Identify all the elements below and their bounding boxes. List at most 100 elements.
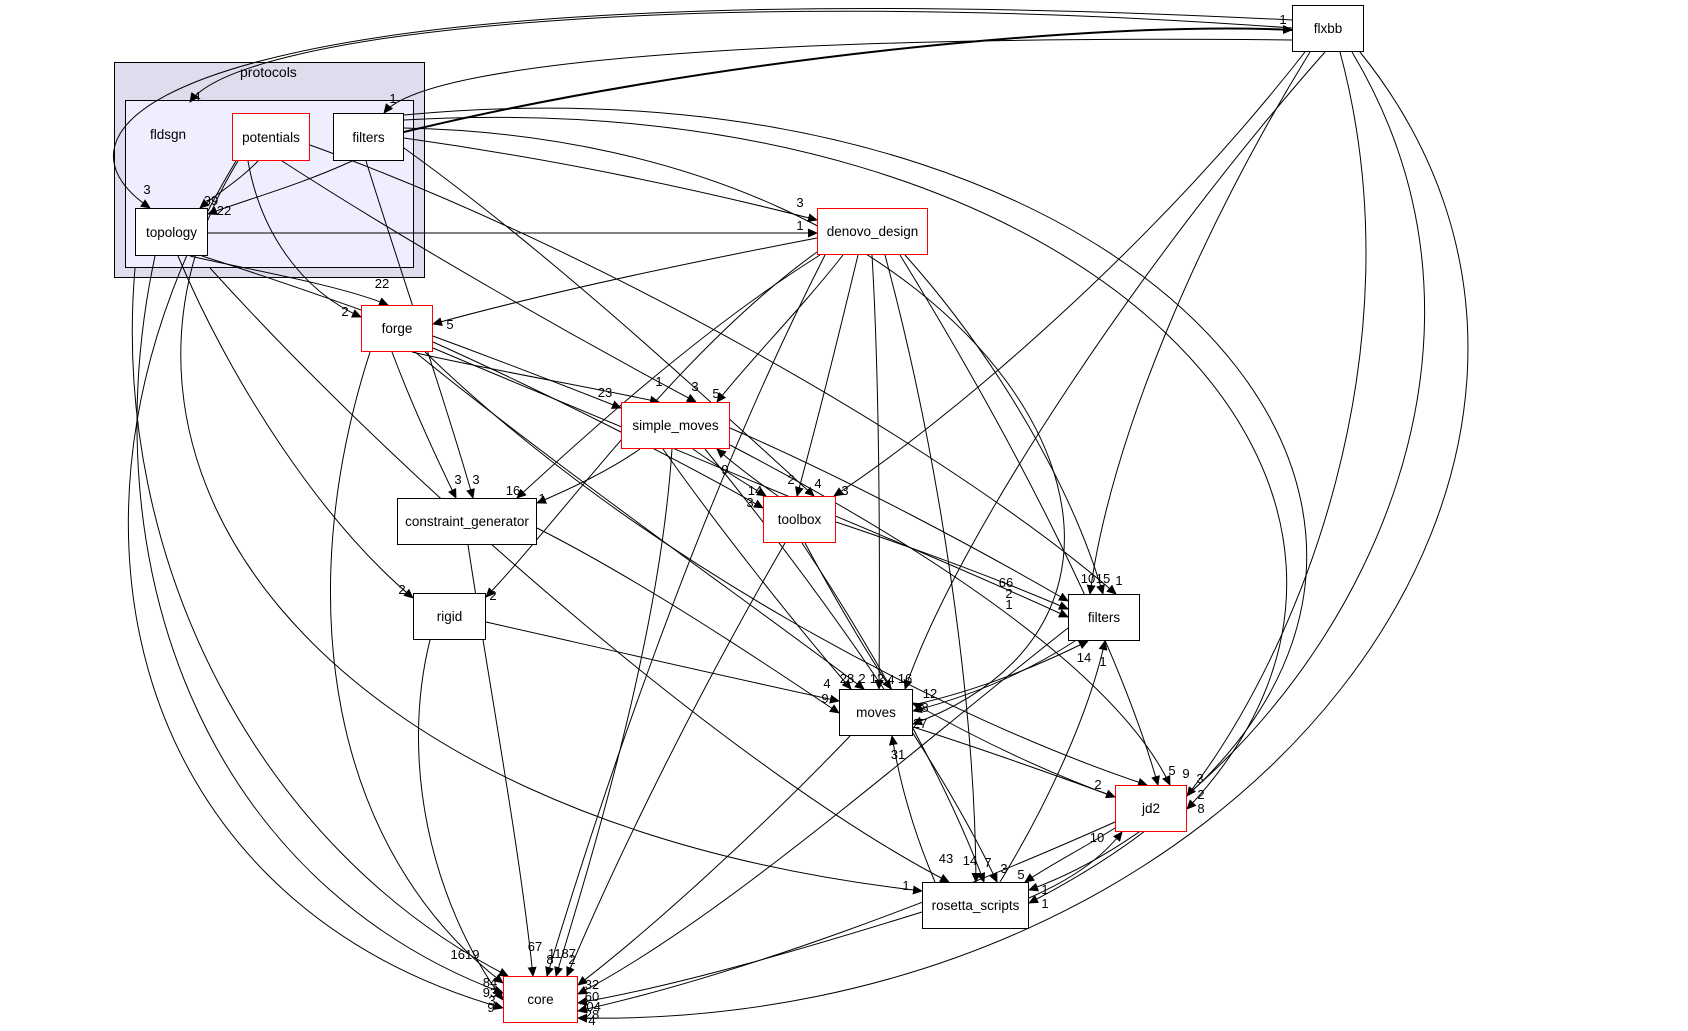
edge-label-simple_moves-to-filters_main: 66 [999, 575, 1013, 590]
edge-label-moves-to-core: 32 [585, 977, 599, 992]
edge-simple_moves-to-moves [662, 448, 852, 690]
edge-potentials-to-forge [247, 160, 362, 318]
edge-potentials-to-simple_moves [281, 160, 697, 403]
edge-simple_moves-to-filters_main [729, 427, 1069, 602]
edge-label-flxbb-to-moves: 16 [898, 671, 912, 686]
edge-filters_top-to-moves [403, 127, 1065, 726]
edge-label-fldsgn-to-rosetta_scripts: 43 [939, 851, 953, 866]
edge-rosetta_scripts-to-filters_main [999, 640, 1108, 883]
edge-label-forge-to-simple_moves: 1 [655, 374, 662, 389]
edge-simple_moves-to-constraint_generator [536, 448, 641, 504]
edge-denovo_design-to-core [545, 254, 826, 977]
edge-label-flxbb-to-jd2: 2 [1197, 787, 1204, 802]
edge-label-forge-to-moves: 2 [858, 671, 865, 686]
dir-label-fldsgn[interactable]: fldsgn [150, 127, 187, 142]
node-toolbox[interactable]: toolbox [763, 496, 836, 543]
edge-filters_top-to-flxbb [403, 25, 1293, 133]
edge-label-topology-to-denovo_design: 1 [796, 218, 803, 233]
node-core[interactable]: core [503, 976, 578, 1023]
edge-label-rigid-to-core: 3 [488, 993, 495, 1008]
node-potentials[interactable]: potentials [232, 113, 310, 161]
edge-flxbb-to-filters_main [1086, 51, 1311, 595]
edge-label-potentials-to-core: 9 [487, 1000, 494, 1015]
node-forge[interactable]: forge [361, 305, 433, 352]
edge-label-flxbb-to-filters_top: 1 [389, 91, 396, 106]
node-rosetta_scripts[interactable]: rosetta_scripts [922, 882, 1029, 929]
edge-label-rigid-to-moves: 4 [823, 676, 830, 691]
edge-label-denovo_design-to-toolbox: 2 [787, 472, 794, 487]
edge-label-denovo_design-to-filters_main: 15 [1096, 571, 1110, 586]
edge-label-filters_top-to-toolbox: 4 [814, 476, 821, 491]
node-jd2[interactable]: jd2 [1115, 785, 1187, 832]
edge-label-flxbb-to-core: 4 [588, 1013, 595, 1028]
edge-label-toolbox-to-moves: 4 [887, 672, 894, 687]
node-flxbb[interactable]: flxbb [1292, 5, 1364, 52]
edge-label-potentials-to-filters_main: 1 [1115, 573, 1122, 588]
cluster-label-protocols[interactable]: protocols [240, 64, 297, 80]
edge-label-filters_top-to-rosetta_scripts: 1 [1041, 896, 1048, 911]
node-moves[interactable]: moves [839, 689, 913, 736]
edge-potentials-to-topology [199, 160, 259, 209]
node-simple_moves[interactable]: simple_moves [621, 402, 730, 449]
edge-label-forge-to-constraint_generator: 3 [454, 472, 461, 487]
edge-forge-to-core [329, 351, 504, 984]
edge-label-denovo_design-to-rosetta_scripts: 14 [963, 853, 977, 868]
edge-label-toolbox-to-core: 2 [568, 952, 575, 967]
node-constraint_generator[interactable]: constraint_generator [397, 498, 537, 545]
edge-topology-to-core [136, 255, 504, 995]
edge-label-constraint_generator-to-moves: 9 [821, 691, 828, 706]
edge-label-denovo_design-to-constraint_generator: 16 [506, 483, 520, 498]
edge-label-flxbb-to-toolbox: 3 [841, 483, 848, 498]
edge-label-denovo_design-to-core: 8 [546, 952, 553, 967]
edge-jd2-to-core [577, 821, 1116, 1014]
node-filters_top[interactable]: filters [333, 113, 404, 161]
edge-label-filters_top-to-jd2: 8 [1197, 801, 1204, 816]
edge-label-denovo_design-to-rigid: 2 [489, 588, 496, 603]
edge-label-jd2-to-rosetta_scripts: 5 [1017, 867, 1024, 882]
edge-filters_top-to-topology [207, 160, 353, 216]
edge-simple_moves-to-toolbox [692, 448, 767, 497]
edge-label-denovo_design-to-jd2: 9 [1182, 766, 1189, 781]
edge-filters_top-to-rosetta_scripts [403, 107, 1308, 904]
edge-rigid-to-core [417, 639, 504, 1001]
edge-label-flxbb-to-rosetta_scripts: 1 [1041, 882, 1048, 897]
edge-flxbb-to-core [577, 51, 1469, 1023]
edge-label-filters_top-to-denovo_design: 3 [796, 195, 803, 210]
edge-potentials-to-filters_main [309, 144, 1117, 595]
node-rigid[interactable]: rigid [413, 593, 486, 640]
edge-forge-to-simple_moves [411, 351, 660, 405]
edge-fldsgn-to-rosetta_scripts [209, 267, 950, 883]
edge-denovo_design-to-simple_moves [716, 254, 844, 403]
edge-flxbb-to-moves [903, 51, 1326, 690]
edge-label-simple_moves-to-jd2: 3 [1196, 771, 1203, 786]
edge-label-potentials-to-simple_moves: 3 [691, 379, 698, 394]
edge-potentials-to-core [127, 160, 504, 1010]
edge-denovo_design-to-toolbox [795, 254, 859, 497]
edge-label-forge-to-toolbox: 3 [746, 495, 753, 510]
edge-label-rosetta_scripts-to-jd2: 10 [1090, 830, 1104, 845]
edge-label-denovo_design-to-forge: 5 [446, 317, 453, 332]
edge-simple_moves-to-rosetta_scripts [704, 448, 998, 883]
edge-label-moves-to-jd2: 2 [1094, 777, 1101, 792]
edge-rosetta_scripts-to-jd2 [1028, 831, 1123, 899]
edge-label-simple_moves-to-constraint_generator: 1 [538, 491, 545, 506]
edge-filters_top-to-denovo_design [403, 137, 818, 223]
edge-moves-to-core [577, 735, 851, 986]
node-denovo_design[interactable]: denovo_design [817, 208, 928, 255]
edge-denovo_design-to-moves [871, 254, 884, 690]
edge-fldsgn-to-core [131, 267, 509, 977]
edge-simple_moves-to-jd2 [729, 444, 1171, 786]
edge-label-simple_moves-to-rosetta_scripts: 3 [1000, 861, 1007, 876]
edge-label-topology-to-forge: 22 [375, 276, 389, 291]
edge-label-flxbb-to-filters_main: 10 [1081, 571, 1095, 586]
edge-label-jd2-to-moves: 12 [923, 686, 937, 701]
edge-moves-to-filters_main [912, 640, 1089, 706]
node-topology[interactable]: topology [135, 208, 208, 256]
edge-label-toolbox-to-simple_moves: 9 [721, 462, 728, 477]
node-filters_main[interactable]: filters [1068, 594, 1140, 641]
edge-denovo_design-to-forge [432, 237, 818, 326]
edge-simple_moves-to-core [554, 448, 673, 977]
edge-label-toolbox-to-filters_main: 2 [1005, 586, 1012, 601]
edge-topology-to-rigid [177, 255, 414, 599]
